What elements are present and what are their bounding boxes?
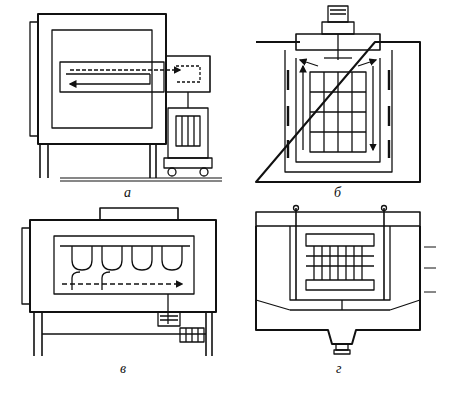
furnace-d <box>256 206 436 355</box>
furnace-b <box>256 6 420 182</box>
figure-letter: г <box>336 362 341 376</box>
figure-letter: а <box>124 186 131 200</box>
figure-letter: в <box>120 362 126 376</box>
figure-letter: б <box>334 186 341 200</box>
furnace-a <box>30 14 222 181</box>
furnace-c <box>22 208 216 356</box>
